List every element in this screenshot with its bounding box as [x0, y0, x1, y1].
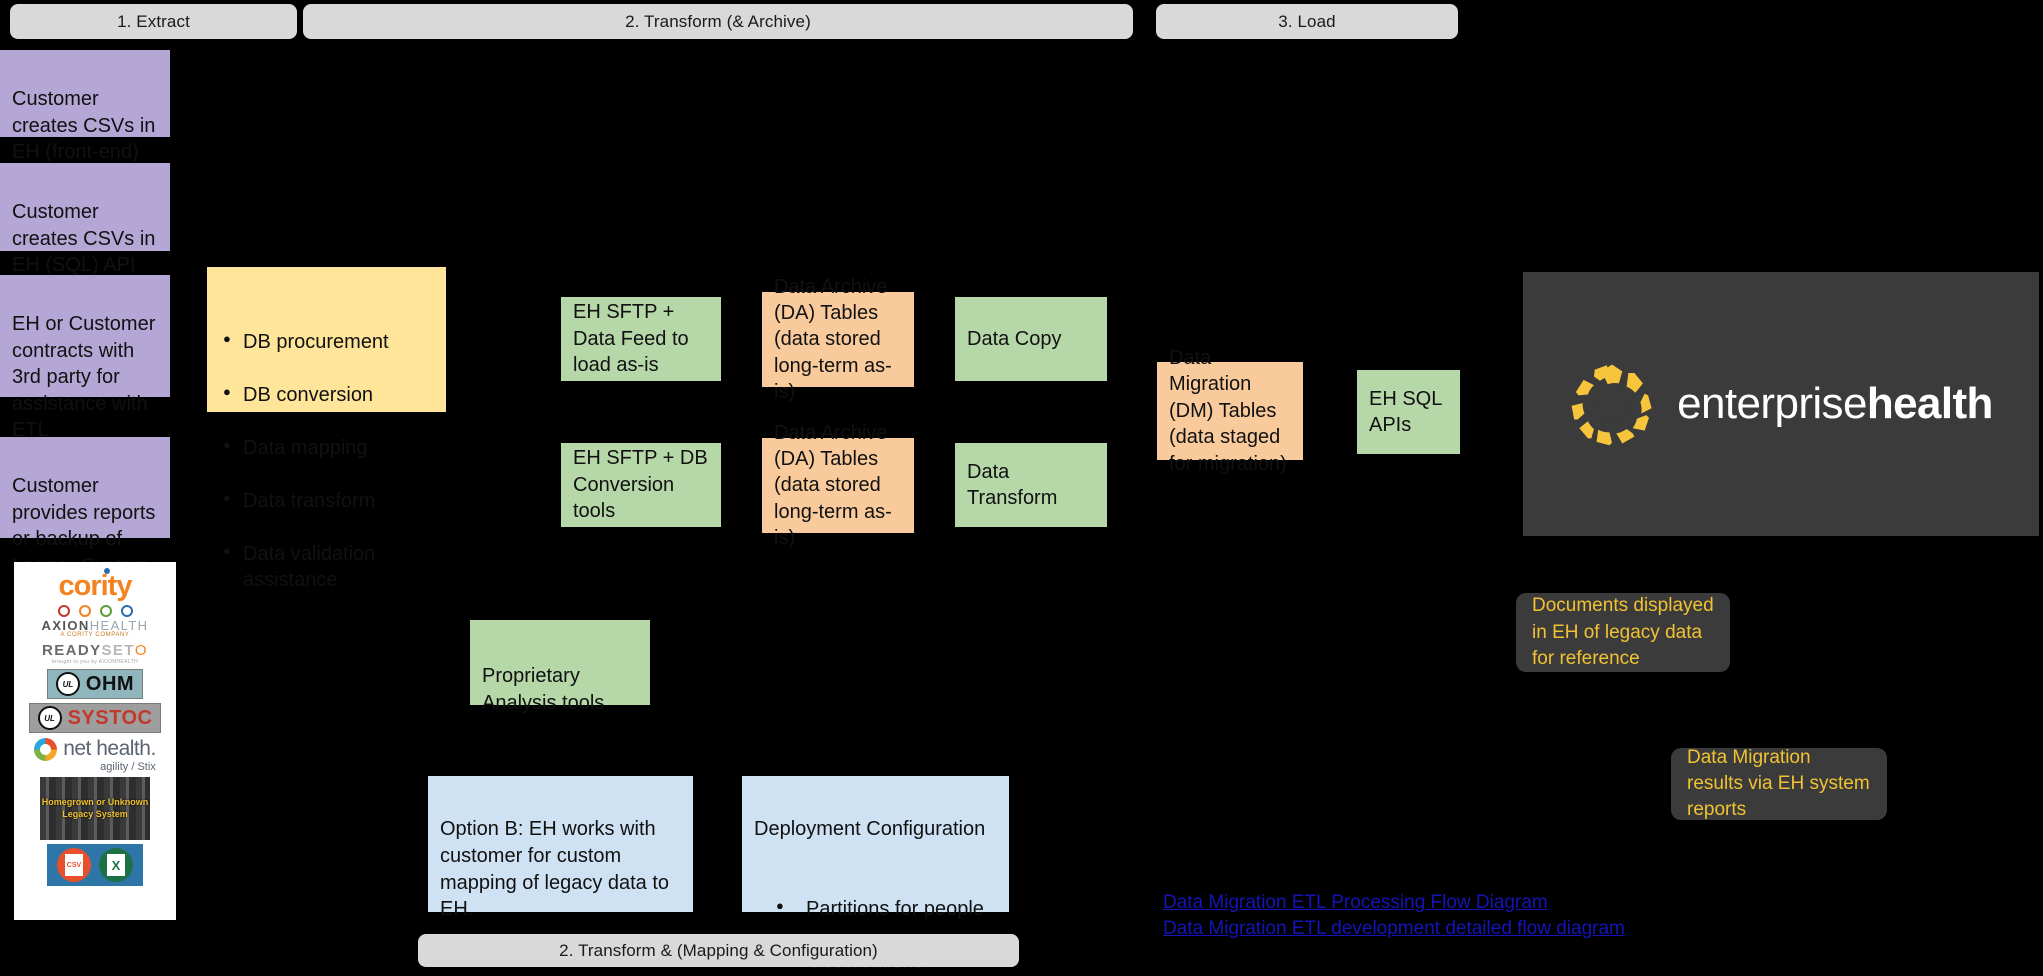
- axion-dot-icon: [120, 605, 133, 617]
- cority-logo-text: cority: [58, 570, 133, 602]
- excel-file-icon: X: [99, 848, 133, 882]
- list-item: DB procurement: [223, 329, 434, 356]
- deployment-lead-text: Deployment Configuration: [754, 818, 986, 841]
- transform-box-proprietary-analysis-tools: Proprietary Analysis tools: [470, 620, 650, 714]
- ul-mark-icon: UL: [55, 672, 80, 696]
- load-box-text: EH SQL APIs: [1369, 387, 1442, 436]
- readyset-light: SET: [101, 642, 135, 659]
- extract-box-text: EH or Customer contracts with 3rd party …: [12, 313, 156, 441]
- transform-box-sftp-db-conversion: EH SFTP + DB Conversion tools: [561, 443, 721, 527]
- net-health-ring-icon: [34, 737, 58, 761]
- axion-bold: AXION: [41, 618, 90, 633]
- enterprise-health-wordmark: enterprisehealth: [1677, 379, 1993, 429]
- transform-box-text: Data Transform: [967, 460, 1058, 509]
- list-item: Data validation assistance: [223, 541, 434, 594]
- transform-box-data-copy: Data Copy: [955, 297, 1107, 381]
- callout-text: Data Migration results via EH system rep…: [1687, 746, 1870, 821]
- extract-box-third-party-contract: EH or Customer contracts with 3rd party …: [0, 275, 170, 441]
- net-health-logo: net health. agility / Stix: [34, 737, 156, 773]
- csv-file-icon: CSV: [57, 848, 91, 882]
- callout-text: Documents displayed in EH of legacy data…: [1532, 595, 1714, 669]
- phase-label: 3. Load: [1278, 11, 1336, 31]
- net-health-logo-text: net health.: [63, 737, 156, 760]
- list-item: DB conversion: [223, 382, 434, 409]
- axion-logo-text: AXIONHEALTH: [42, 619, 149, 632]
- transform-box-data-transform: Data Transform: [955, 443, 1107, 527]
- phase-pill-transform-mapping: 2. Transform & (Mapping & Configuration): [418, 934, 1019, 967]
- logo-word-enterprise: enterprise: [1677, 379, 1867, 428]
- transform-box-text: Data Archive (DA) Tables (data stored lo…: [774, 421, 892, 550]
- phase-pill-extract: 1. Extract: [10, 4, 297, 39]
- transform-box-sftp-data-feed: EH SFTP + Data Feed to load as-is: [561, 297, 721, 381]
- transform-box-text: Data Copy: [967, 327, 1062, 350]
- phase-label: 1. Extract: [117, 11, 190, 31]
- legacy-system-caption: Homegrown or Unknown Legacy System: [41, 797, 149, 819]
- load-box-dm-tables: Data Migration (DM) Tables (data staged …: [1157, 347, 1303, 475]
- mapping-box-option-b: Option B: EH works with customer for cus…: [428, 776, 693, 920]
- axion-dot-icon: [57, 605, 70, 617]
- callout-data-migration-results: Data Migration results via EH system rep…: [1671, 746, 1887, 821]
- systoc-logo: UL SYSTOC: [28, 703, 162, 733]
- phase-label: 2. Transform & (Mapping & Configuration): [559, 940, 878, 960]
- phase-label: 2. Transform (& Archive): [625, 11, 811, 31]
- transform-box-text: Data Archive (DA) Tables (data stored lo…: [774, 275, 892, 404]
- axionhealth-logo: AXIONHEALTH A CORITY COMPANY: [42, 605, 149, 638]
- phase-pill-load: 3. Load: [1156, 4, 1458, 39]
- homegrown-legacy-system-image: Homegrown or Unknown Legacy System: [40, 777, 150, 840]
- transform-box-text: Proprietary Analysis tools: [482, 665, 605, 714]
- systoc-logo-text: SYSTOC: [67, 706, 153, 729]
- list-item: Data mapping: [223, 435, 434, 462]
- link-text: Data Migration ETL Processing Flow Diagr…: [1163, 892, 1548, 913]
- axion-tagline: A CORITY COMPANY: [60, 632, 130, 638]
- link-etl-development-detailed-flow-diagram[interactable]: Data Migration ETL development detailed …: [1163, 916, 1625, 942]
- enterprise-health-logo-panel: enterprisehealth: [1523, 272, 2039, 536]
- extract-box-legacy-reports: Customer provides reports or backup of L…: [0, 437, 170, 577]
- option-b-lead-text: Option B: EH works with customer for cus…: [440, 818, 670, 921]
- list-item: Partitions for people: [776, 896, 997, 923]
- third-party-services-box: DB procurement DB conversion Data mappin…: [207, 267, 446, 591]
- load-box-text: Data Migration (DM) Tables (data staged …: [1169, 347, 1287, 475]
- logo-word-health: health: [1866, 379, 1994, 428]
- ul-mark-icon: UL: [37, 706, 62, 730]
- transform-box-data-archive-2: Data Archive (DA) Tables (data stored lo…: [762, 422, 914, 549]
- readyset-logo: READYSETO brought to you by AXIONHEALTH: [42, 642, 148, 665]
- phase-pill-transform-archive: 2. Transform (& Archive): [303, 4, 1133, 39]
- axion-dots-icon: [42, 605, 149, 617]
- transform-box-text: EH SFTP + Data Feed to load as-is: [573, 301, 689, 377]
- transform-box-text: EH SFTP + DB Conversion tools: [573, 447, 708, 523]
- extract-box-csv-sql: Customer creates CSVs in EH (SQL) API fo…: [0, 163, 170, 303]
- readyset-logo-text: READYSETO: [42, 642, 148, 659]
- axion-light: HEALTH: [89, 618, 149, 633]
- axion-dot-icon: [99, 605, 112, 617]
- ohm-logo-text: OHM: [85, 672, 135, 695]
- cority-logo: cority: [59, 568, 132, 601]
- readyset-tagline: brought to you by AXIONHEALTH: [51, 659, 139, 665]
- net-health-tagline: agility / Stix: [100, 761, 156, 773]
- legacy-systems-logo-strip: cority AXIONHEALTH A CORITY COMPANY READ…: [14, 562, 176, 920]
- readyset-bold: READY: [42, 642, 102, 659]
- link-etl-processing-flow-diagram[interactable]: Data Migration ETL Processing Flow Diagr…: [1163, 890, 1548, 916]
- ohm-logo: UL OHM: [46, 669, 144, 699]
- axion-dot-icon: [78, 605, 91, 617]
- list-item: Data transform: [223, 488, 434, 515]
- third-party-services-list: DB procurement DB conversion Data mappin…: [219, 302, 434, 620]
- extract-box-csv-frontend: Customer creates CSVs in EH (front-end) …: [0, 50, 170, 190]
- load-box-eh-sql-apis: EH SQL APIs: [1357, 370, 1460, 454]
- cority-dot-icon: [104, 568, 111, 574]
- readyset-mark-icon: O: [134, 642, 148, 659]
- file-format-icons: CSV X: [47, 844, 143, 886]
- callout-documents-displayed: Documents displayed in EH of legacy data…: [1516, 593, 1730, 672]
- mapping-box-deployment-configuration: Deployment Configuration Partitions for …: [742, 776, 1009, 973]
- enterprise-health-sun-ring-icon: [1571, 364, 1652, 446]
- link-text: Data Migration ETL development detailed …: [1163, 918, 1625, 939]
- transform-box-data-archive-1: Data Archive (DA) Tables (data stored lo…: [762, 276, 914, 403]
